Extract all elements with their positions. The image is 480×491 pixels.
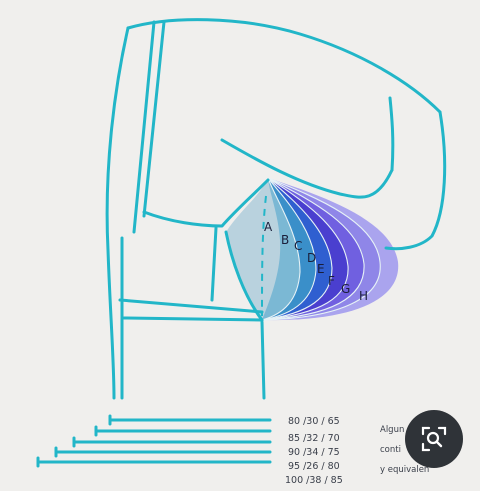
size-label: 90 /34 / 75: [288, 447, 340, 458]
note-line: Algun: [380, 425, 404, 435]
lens-search-icon: [419, 424, 449, 454]
cup-letter: A: [264, 220, 273, 234]
note-line: conti: [380, 445, 401, 455]
measure-lines: [38, 416, 270, 466]
size-label: 80 /30 / 65: [288, 416, 340, 427]
cup-letter: C: [294, 239, 302, 253]
size-label: 85 /32 / 70: [288, 433, 340, 444]
size-label: 100 /38 / 85: [285, 475, 343, 486]
cup-letter: G: [341, 282, 350, 296]
note-line: y equivalen: [380, 465, 429, 475]
cup-letter: D: [307, 251, 316, 265]
cup-letter: H: [359, 289, 368, 303]
cup-letter: E: [317, 262, 325, 276]
size-label: 95 /26 / 80: [288, 461, 340, 472]
cup-letter: B: [281, 233, 289, 247]
lens-search-button[interactable]: [405, 410, 463, 468]
cup-letter: F: [328, 274, 335, 288]
cup-bands: [226, 178, 398, 320]
size-labels: 80 /30 / 65 85 /32 / 70 90 /34 / 75 95 /…: [285, 416, 343, 486]
